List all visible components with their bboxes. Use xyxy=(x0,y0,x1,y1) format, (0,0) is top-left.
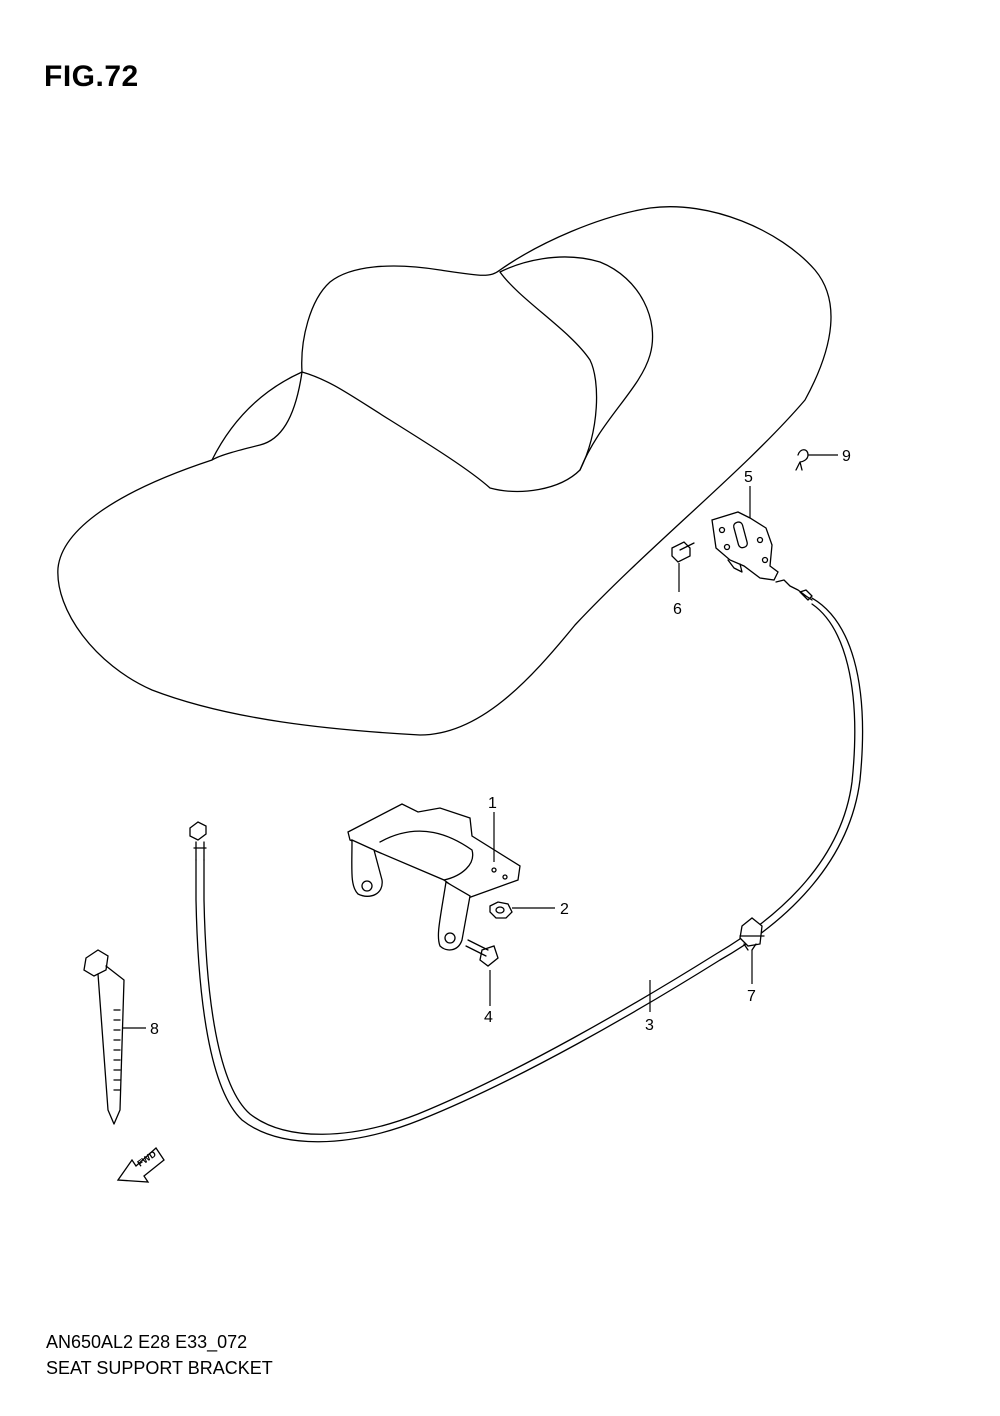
seat-lock-hole-c xyxy=(756,536,764,544)
seat-lock-hole-d xyxy=(761,556,769,564)
seat-lock-spring xyxy=(727,559,743,573)
model-code: AN650AL2 E28 E33_072 xyxy=(46,1332,248,1352)
seat-lock-hole-a xyxy=(718,526,726,534)
seat-lock-hole-b xyxy=(723,543,731,551)
callout-2: 2 xyxy=(560,901,569,918)
part-seat-lock[interactable] xyxy=(711,486,779,581)
bolt-4-shank xyxy=(465,939,489,957)
bolt-6-head xyxy=(671,541,691,563)
cable-outer-line xyxy=(195,597,864,1143)
clamp-body xyxy=(739,917,763,947)
part-cable-clamp[interactable] xyxy=(739,917,765,984)
bracket-left-hole xyxy=(361,880,373,892)
bolt-6-shank xyxy=(679,542,695,551)
part-support-bracket[interactable] xyxy=(347,803,521,951)
cable-tie-teeth xyxy=(113,1009,121,1091)
bracket-right-leg xyxy=(437,880,471,951)
cable-end-fitting xyxy=(775,579,813,601)
clip-pin-shape xyxy=(795,449,809,471)
part-clip-pin[interactable] xyxy=(795,449,838,471)
figure-name: SEAT SUPPORT BRACKET xyxy=(46,1358,273,1378)
bracket-right-hole xyxy=(444,932,456,944)
part-nut[interactable] xyxy=(489,901,555,919)
nut-bore xyxy=(495,906,505,914)
cable-tie-head xyxy=(83,949,109,977)
seat-lock-slot xyxy=(733,521,748,549)
bracket-left-leg xyxy=(351,838,383,897)
seat-outline xyxy=(57,206,832,736)
clamp-detail xyxy=(739,935,765,951)
cable-lever-end xyxy=(189,821,207,841)
figure-title: FIG.72 xyxy=(44,60,139,93)
part-bolt-bracket[interactable] xyxy=(465,939,499,1006)
callout-9: 9 xyxy=(842,448,851,465)
fwd-arrow-shape xyxy=(116,1147,165,1183)
callout-3: 3 xyxy=(645,1017,654,1034)
part-cable-tie[interactable] xyxy=(83,949,146,1125)
fwd-direction-arrow: FWD xyxy=(116,1147,165,1183)
callout-8: 8 xyxy=(150,1021,159,1038)
cable-inner-line xyxy=(203,603,856,1135)
cable-lever-ferrule xyxy=(193,841,207,861)
callout-1: 1 xyxy=(488,795,497,812)
seat-backrest-edge xyxy=(301,271,598,493)
bracket-cutout xyxy=(379,830,474,881)
seat[interactable] xyxy=(57,206,832,736)
callout-7: 7 xyxy=(747,988,756,1005)
bracket-top-plate xyxy=(347,803,521,899)
seat-pillion-edge xyxy=(499,256,654,471)
part-bolt-lock[interactable] xyxy=(671,541,695,592)
callout-6: 6 xyxy=(673,601,682,618)
bracket-pin-hole-b xyxy=(502,874,508,880)
bracket-pin-hole-a xyxy=(491,867,497,873)
seat-rider-section-line xyxy=(211,371,303,461)
part-release-cable[interactable] xyxy=(189,579,864,1143)
callout-5: 5 xyxy=(744,469,753,486)
callout-4: 4 xyxy=(484,1009,493,1026)
cable-tie-strap xyxy=(97,965,125,1125)
bolt-4-head xyxy=(479,945,499,967)
